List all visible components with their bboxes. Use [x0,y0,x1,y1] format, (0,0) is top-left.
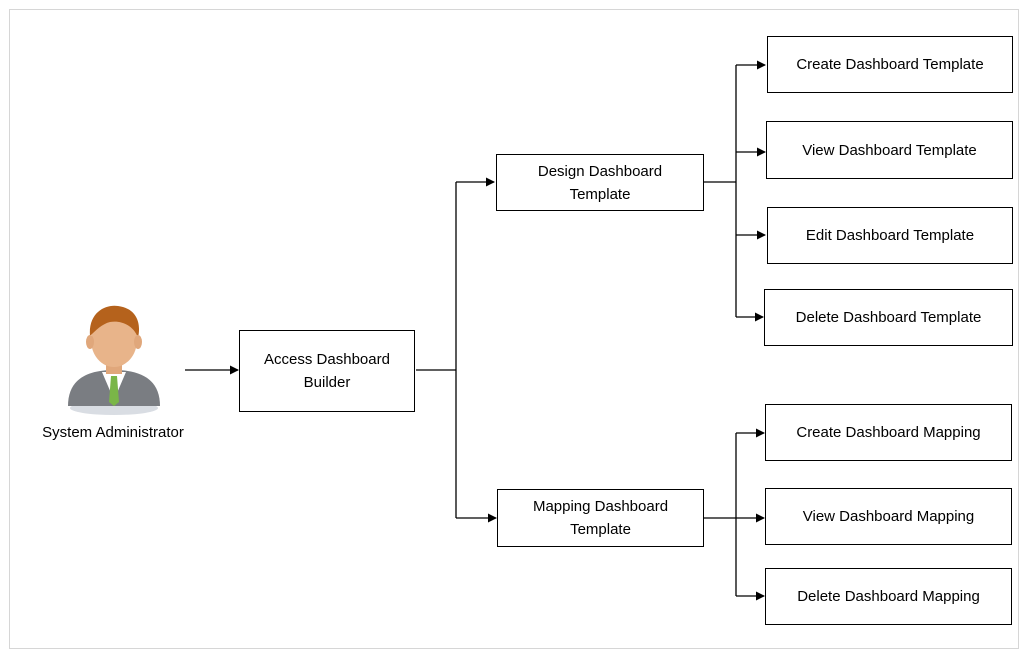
design-line-1: Design Dashboard [537,162,663,180]
design-line-2: Template [569,185,631,203]
delete-dashboard-mapping-box: Delete Dashboard Mapping [765,568,1012,625]
create-dashboard-template-box: Create Dashboard Template [767,36,1013,93]
view-dashboard-template-box: View Dashboard Template [766,121,1013,179]
view-mapping-label: View Dashboard Mapping [802,508,975,525]
person-avatar-icon [68,305,160,415]
create-template-label: Create Dashboard Template [796,56,984,73]
access-line-1: Access Dashboard [264,351,390,368]
design-dashboard-template-box: Design Dashboard Template [496,154,704,211]
delete-template-label: Delete Dashboard Template [795,309,982,326]
edit-template-label: Edit Dashboard Template [805,227,975,244]
edit-dashboard-template-box: Edit Dashboard Template [767,207,1013,264]
create-dashboard-mapping-box: Create Dashboard Mapping [765,404,1012,461]
view-template-label: View Dashboard Template [802,141,977,159]
system-administrator-actor: System Administrator [18,290,208,450]
mapping-line-1: Mapping Dashboard [532,498,669,515]
mapping-line-2: Template [570,521,631,538]
delete-mapping-label: Delete Dashboard Mapping [797,588,980,605]
mapping-dashboard-template-box: Mapping Dashboard Template [497,489,704,547]
create-mapping-label: Create Dashboard Mapping [796,424,981,441]
delete-dashboard-template-box: Delete Dashboard Template [764,289,1013,346]
access-line-2: Builder [303,374,351,391]
actor-label: System Administrator [42,424,184,441]
access-dashboard-builder-box: Access Dashboard Builder [239,330,415,412]
view-dashboard-mapping-box: View Dashboard Mapping [765,488,1012,545]
